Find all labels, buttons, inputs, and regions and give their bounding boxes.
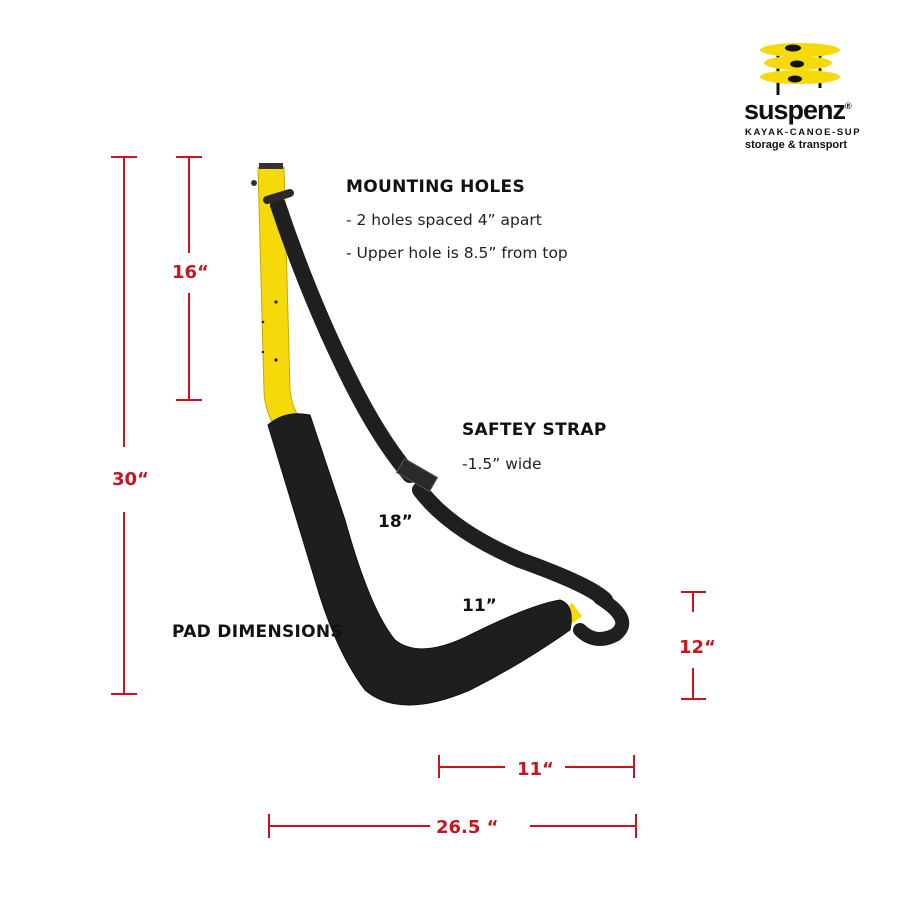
safety-strap-title: SAFTEY STRAP: [462, 420, 607, 440]
safety-strap: [263, 189, 630, 646]
buckle-icon: [395, 457, 439, 493]
pad-dimensions-title: PAD DIMENSIONS: [172, 622, 343, 642]
dimension-11-line: [438, 755, 635, 778]
dimension-lines: [111, 156, 706, 838]
foam-pad: [267, 413, 572, 706]
mounting-holes-line: - 2 holes spaced 4” apart: [346, 211, 542, 229]
dimension-26-5-line: [268, 814, 637, 838]
logo-kayak-icon: [760, 43, 840, 95]
mounting-holes-line: - Upper hole is 8.5” from top: [346, 244, 568, 262]
logo-wordmark: suspenz®: [744, 95, 852, 125]
pad-long-length: 18”: [378, 512, 413, 532]
dimension-total-depth: 26.5 “: [436, 817, 499, 838]
dimension-arm-depth: 11“: [517, 759, 554, 780]
bolt-icon: [251, 180, 257, 186]
logo-tagline-2: storage & transport: [745, 139, 848, 151]
dimension-16-line: [176, 156, 202, 401]
dimension-total-height: 30“: [112, 469, 149, 490]
dimension-arm-height: 12“: [679, 637, 716, 658]
logo-tagline-1: KAYAK-CANOE-SUP: [745, 127, 862, 138]
mounting-holes-title: MOUNTING HOLES: [346, 177, 525, 197]
dimension-30-line: [111, 156, 137, 695]
dimension-12-line: [681, 591, 706, 700]
pad-short-length: 11”: [462, 596, 497, 616]
dimension-upper-height: 16“: [172, 262, 209, 283]
safety-strap-width: -1.5” wide: [462, 455, 542, 473]
